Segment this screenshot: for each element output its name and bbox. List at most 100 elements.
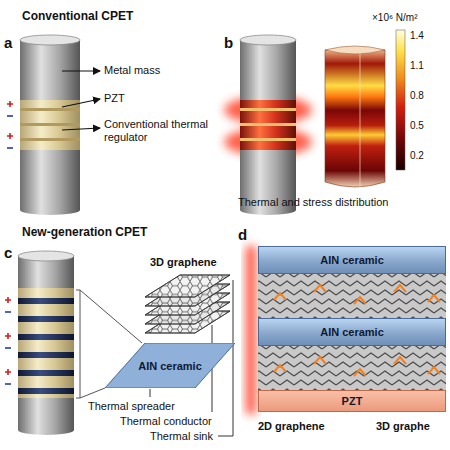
part-label: Thermal conductor [120,415,212,428]
new-cpet-cylinder [18,251,74,261]
scale-value: 0.8 [410,90,424,102]
heated-cylinder [240,40,296,100]
bracket [80,388,105,398]
charge-signs [5,311,11,313]
heated-cylinder [240,35,296,45]
charge-signs [5,369,11,375]
panel-letter: b [224,34,233,51]
panel-letter: d [238,226,247,243]
part-label: Thermal spreader [88,400,175,413]
stress-map [325,50,385,187]
graphene-layers [258,274,446,390]
new-cpet-cylinder [18,298,74,304]
node-text: AIN ceramic [320,326,384,338]
conventional-cpet-cylinder [20,35,80,215]
scale-value: 1.4 [410,30,424,42]
conventional-cpet-cylinder [20,138,80,141]
graphene-layers [258,346,446,390]
heat-chevrons [428,295,440,302]
new-cpet-cylinder [18,251,74,435]
color-bar [396,30,405,170]
new-cpet-cylinder [18,316,74,322]
charge-signs [7,101,13,148]
graphene-layers [258,274,446,318]
heat-glow [246,246,256,414]
heat-chevrons [314,285,326,292]
new-cpet-cylinder [18,334,74,340]
part-label: Thermal sink [150,430,213,443]
heat-chevrons [428,367,440,374]
conventional-cpet-cylinder [20,123,80,126]
heat-chevrons [274,365,286,372]
conventional-cpet-cylinder [20,35,80,45]
heat-chevrons [274,293,286,300]
graphene-foam [145,275,230,297]
new-cpet-cylinder [18,370,74,376]
heat-chevrons [354,369,366,376]
charge-signs [5,333,11,339]
stress-map [325,46,385,188]
conventional-cpet-cylinder [20,150,80,210]
graphene-layers [258,274,446,318]
heated-cylinder [240,123,296,126]
graphene-foam [145,275,230,333]
plate-shape [105,343,235,388]
scale-value: 0.2 [410,150,424,162]
heat-chevrons [354,297,366,304]
charge-signs [5,297,11,303]
new-cpet-cylinder [18,388,74,394]
pzt-layer: PZT [258,390,446,412]
node-text: AIN ceramic [320,254,384,266]
charge-signs [7,147,13,149]
panel-caption: Thermal and stress distribution [238,196,388,209]
heat-chevrons [314,357,326,364]
heat-chevrons [394,285,406,292]
part-label: Metal mass [104,64,160,77]
charge-signs [7,101,13,107]
layer-label: 2D graphene [258,420,325,433]
heat-glow [246,246,256,414]
scale-value: 1.1 [410,60,424,72]
heated-cylinder [224,35,312,215]
conventional-cpet-cylinder [20,108,80,111]
scale-value: 0.5 [410,120,424,132]
charge-signs [5,347,11,349]
bracket [80,290,142,343]
charge-signs [7,133,13,139]
conventional-cpet-cylinder [20,40,80,100]
heated-cylinder [240,138,296,141]
new-cpet-cylinder [18,352,74,358]
part-label: Conventional thermal regulator [104,118,222,143]
graphene-layers [258,346,446,390]
ceramic-plate: AIN ceramic [105,343,235,388]
leader-arrows [62,128,100,130]
leader-arrows [62,70,100,71]
conventional-cpet-cylinder [20,100,80,150]
ceramic-layer: AIN ceramic [258,246,446,274]
stress-map [360,50,361,188]
node-text: AIN ceramic [138,360,202,372]
heated-cylinder [240,100,296,150]
leader-lines [150,389,151,397]
leader-arrows [62,99,100,107]
charge-signs [7,115,13,117]
ceramic-layer: AIN ceramic [258,318,446,346]
heated-cylinder [240,108,296,111]
graphene-foam [145,275,230,297]
color-bar [396,30,405,170]
new-cpet-cylinder [18,398,74,430]
charge-signs [5,297,11,384]
leader-arrows [62,71,100,130]
panel-letter: a [4,34,12,51]
new-cpet-cylinder [18,288,74,398]
panel-heading: Conventional CPET [22,10,133,24]
stress-map [325,46,385,54]
bracket [76,290,80,398]
node-text: PZT [342,395,363,407]
panel-letter: c [4,244,12,261]
layer-label: 3D graphe [376,420,430,433]
charge-signs [5,383,11,385]
part-label: PZT [104,92,125,105]
